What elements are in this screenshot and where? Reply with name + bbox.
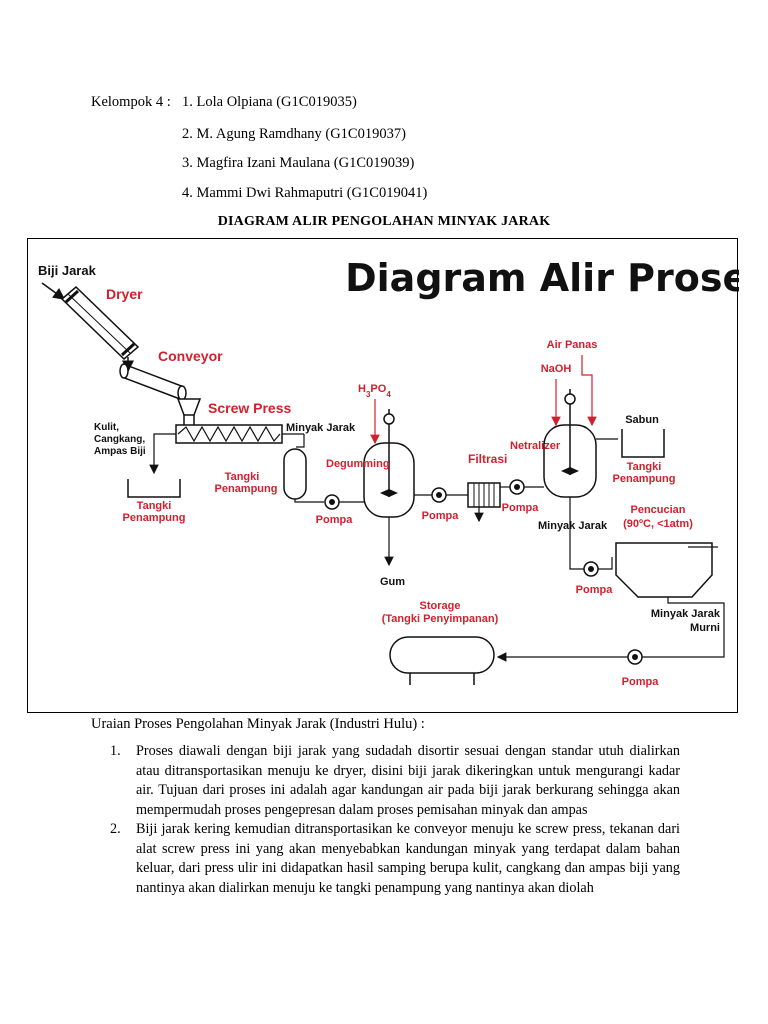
tank-penampung-b	[283, 448, 307, 500]
label-filtrasi: Filtrasi	[468, 452, 507, 466]
label-tangki-penampung-b2: Penampung	[215, 483, 278, 495]
label-conveyor: Conveyor	[158, 348, 223, 364]
label-storage-1: Storage	[420, 600, 461, 612]
pump-5-icon	[627, 649, 643, 665]
step-text: Biji jarak kering kemudian ditransportas…	[136, 821, 680, 896]
pipe-waste	[149, 433, 176, 475]
label-degumming: Degumming	[326, 458, 390, 470]
document-title: DIAGRAM ALIR PENGOLAHAN MINYAK JARAK	[217, 214, 551, 229]
screw-press-equipment	[175, 398, 283, 444]
label-pompa-2: Pompa	[422, 510, 460, 522]
label-minyak-jarak-1: Minyak Jarak	[286, 422, 356, 434]
process-flow-diagram: Diagram Alir Proses Biji Jarak Dryer Con…	[27, 238, 739, 713]
label-minyak-jarak-2: Minyak Jarak	[538, 520, 608, 532]
label-tangki-penampung-c1: Tangki	[627, 461, 662, 473]
diagram-heading: Diagram Alir Proses	[345, 256, 739, 300]
label-screw-press: Screw Press	[208, 400, 291, 416]
uraian-title: Uraian Proses Pengolahan Minyak Jarak (I…	[91, 716, 425, 732]
label-tangki-penampung-a1: Tangki	[137, 500, 172, 512]
label-pompa-3: Pompa	[502, 502, 540, 514]
steps-list: 1. Proses diawali dengan biji jarak yang…	[110, 742, 680, 898]
label-kulit-1: Kulit,	[94, 422, 119, 433]
label-sabun: Sabun	[625, 414, 659, 426]
arrow-input	[41, 282, 66, 300]
pencucian-tank	[615, 542, 713, 598]
label-dryer: Dryer	[106, 286, 143, 302]
member-2: 2. M. Agung Ramdhany (G1C019037)	[182, 126, 406, 142]
pipe-tank-b-pump	[294, 499, 324, 503]
list-item: 2. Biji jarak kering kemudian ditranspor…	[110, 820, 680, 898]
label-pencucian-2: (90ºC, <1atm)	[623, 518, 693, 530]
member-1: 1. Lola Olpiana (G1C019035)	[182, 94, 357, 110]
label-tangki-penampung-c2: Penampung	[613, 473, 676, 485]
label-h3po4: H3PO4	[358, 383, 391, 399]
step-number: 2.	[110, 821, 121, 837]
group-label: Kelompok 4 :	[91, 94, 171, 110]
step-text: Proses diawali dengan biji jarak yang su…	[136, 743, 680, 818]
pipe-to-pump5	[642, 597, 725, 658]
label-pompa-5: Pompa	[622, 676, 660, 688]
label-minyak-jarak-murni-1: Minyak Jarak	[651, 608, 721, 620]
label-gum: Gum	[380, 576, 405, 588]
member-4: 4. Mammi Dwi Rahmaputri (G1C019041)	[182, 185, 428, 201]
dryer-equipment	[60, 285, 140, 361]
pump-2-icon	[431, 487, 447, 503]
list-item: 1. Proses diawali dengan biji jarak yang…	[110, 742, 680, 820]
pipe-netralizer-pump4	[569, 497, 584, 570]
netralizer-vessel	[543, 389, 597, 498]
label-minyak-jarak-murni-2: Murni	[690, 622, 720, 634]
label-tangki-penampung-a2: Penampung	[123, 512, 186, 524]
pipe-to-tank-b	[296, 434, 305, 448]
conveyor-equipment	[119, 363, 187, 401]
pipe-pump4-pencucian	[598, 557, 613, 570]
label-air-panas: Air Panas	[547, 339, 598, 351]
label-netralizer: Netralizer	[510, 440, 561, 452]
label-kulit-3: Ampas Biji	[94, 446, 146, 457]
label-kulit-2: Cangkang,	[94, 434, 145, 445]
label-pompa-4: Pompa	[576, 584, 614, 596]
pump-3-icon	[509, 479, 525, 495]
tank-waste	[127, 479, 181, 498]
tank-sabun	[621, 429, 665, 458]
filter-press-equipment	[467, 482, 501, 523]
label-storage-2: (Tangki Penyimpanan)	[382, 613, 499, 625]
label-tangki-penampung-b1: Tangki	[225, 471, 260, 483]
pump-4-icon	[583, 561, 599, 577]
step-number: 1.	[110, 743, 121, 759]
label-pompa-1: Pompa	[316, 514, 354, 526]
arrow-air-panas	[581, 355, 597, 427]
degumming-vessel	[363, 409, 415, 518]
member-3: 3. Magfira Izani Maulana (G1C019039)	[182, 155, 415, 171]
label-naoh: NaOH	[541, 363, 572, 375]
pump-1-icon	[324, 494, 340, 510]
label-pencucian-1: Pencucian	[630, 504, 685, 516]
label-biji-jarak: Biji Jarak	[38, 263, 97, 278]
diagram-canvas: Diagram Alir Proses Biji Jarak Dryer Con…	[38, 256, 739, 688]
storage-tank	[389, 636, 495, 685]
